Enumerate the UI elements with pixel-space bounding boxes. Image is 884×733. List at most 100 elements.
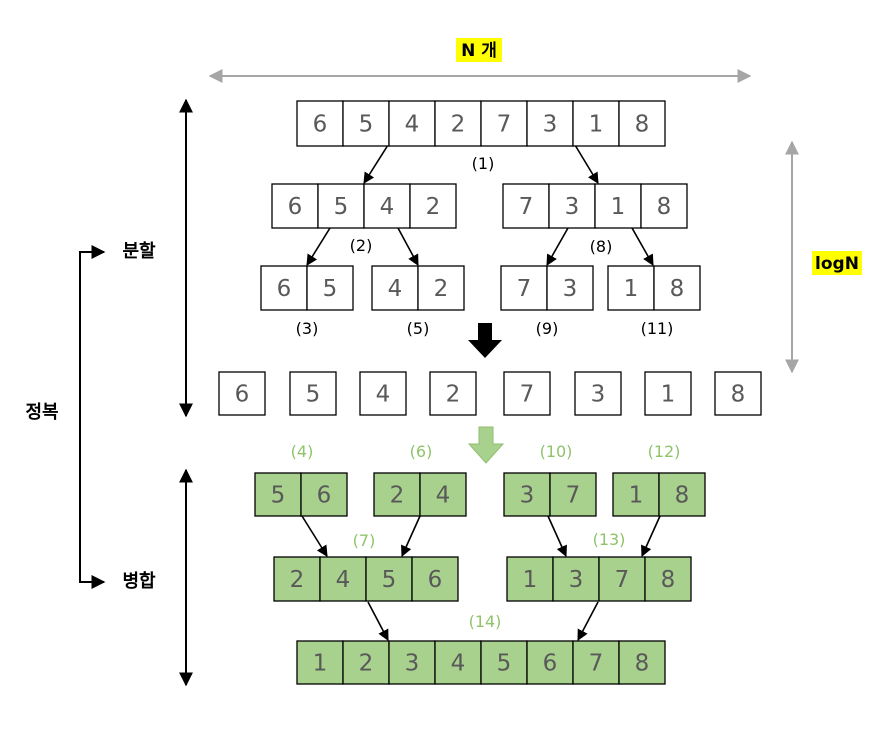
array-cell-value: 8 [657,194,672,220]
array-cell-value: 2 [390,483,405,509]
n-count-highlight [456,38,502,62]
array-cell [306,265,354,311]
divide-label: 분할 [122,240,156,262]
array-cell-value: 3 [563,276,578,302]
merge-label: 병합 [122,570,156,592]
step-label: (13) [593,530,626,549]
array-cell-value: 7 [497,112,512,138]
array-cell [373,472,421,517]
array-cell-value: 3 [569,567,584,593]
array-cell-value: 5 [323,276,338,302]
arrow-merge-13-left [547,515,567,558]
array-cell [644,556,692,602]
array-cell-value: 2 [446,382,461,408]
array-cell [549,472,597,517]
array-cell-value: 5 [497,651,512,677]
array-cell-value: 2 [290,567,305,593]
array-cell-value: 5 [334,194,349,220]
arrow-split-1-left [363,144,389,184]
array-cell [546,265,594,311]
array-cell-value: 3 [520,483,535,509]
array-cell [411,556,459,602]
array-cell-value: 4 [388,276,403,302]
step-label: (6) [410,442,433,461]
array-cell-value: 6 [288,194,303,220]
array-cell [273,556,321,602]
array-cell [594,183,642,229]
array-cell-value: 8 [635,651,650,677]
array-cell [409,183,457,229]
array-cell [552,556,600,602]
array-cell-value: 4 [451,651,466,677]
array-cell-value: 7 [589,651,604,677]
array-cell [260,265,308,311]
array-cell-value: 8 [731,382,746,408]
array-cell-value: 5 [359,112,374,138]
array-cell-value: 4 [376,382,391,408]
arrow-split-8-right [631,227,654,266]
step-label: (5) [407,319,430,338]
array-cell [640,183,688,229]
array-cell-value: 1 [661,382,676,408]
array-cell-value: 8 [670,276,685,302]
array-cell [365,556,413,602]
step-label: (2) [350,236,373,255]
array-cell [612,472,660,517]
conquer-bracket [79,251,100,583]
array-cell [342,100,390,147]
array-cell-value: 1 [313,651,328,677]
array-cell [296,640,344,685]
array-cell-value: 2 [451,112,466,138]
log-n-highlight [812,251,862,275]
array-cell-value: 5 [382,567,397,593]
array-cell-value: 5 [271,483,286,509]
array-cell [653,265,701,311]
array-cell-value: 7 [615,567,630,593]
array-cell-value: 8 [675,483,690,509]
array-cell [574,371,622,416]
arrow-merge-13-right [641,515,661,558]
array-cell-value: 4 [436,483,451,509]
array-cell-value: 6 [235,382,250,408]
step-label: (11) [641,319,674,338]
array-cell-value: 1 [629,483,644,509]
array-cell [658,472,706,517]
arrow-split-2-right [397,227,419,266]
array-cell-value: 2 [359,651,374,677]
array-cell [434,640,482,685]
array-cell-value: 6 [313,112,328,138]
array-cell [503,472,551,517]
divide-to-merge-black-arrow [468,323,502,358]
array-cell-value: 6 [543,651,558,677]
array-cell-value: 4 [405,112,420,138]
array-cell [500,265,548,311]
step-label: (14) [469,612,502,631]
array-cell-value: 2 [434,276,449,302]
array-cell [417,265,465,311]
array-cell [618,100,666,147]
conquer-label: 정복 [25,402,58,423]
array-cell-value: 1 [589,112,604,138]
array-cell-value: 2 [426,194,441,220]
arrow-merge-14-left [367,601,389,641]
array-cell [359,371,407,416]
array-cell [480,640,528,685]
arrow-merge-7-right [401,515,421,558]
step-label: (8) [590,237,613,256]
arrow-split-2-left [306,227,331,266]
array-cell-value: 4 [380,194,395,220]
array-cell [526,100,574,147]
array-cell [714,371,762,416]
array-cell-value: 7 [517,276,532,302]
array-cell-value: 1 [611,194,626,220]
array-cell [317,183,365,229]
array-cell-value: 1 [624,276,639,302]
